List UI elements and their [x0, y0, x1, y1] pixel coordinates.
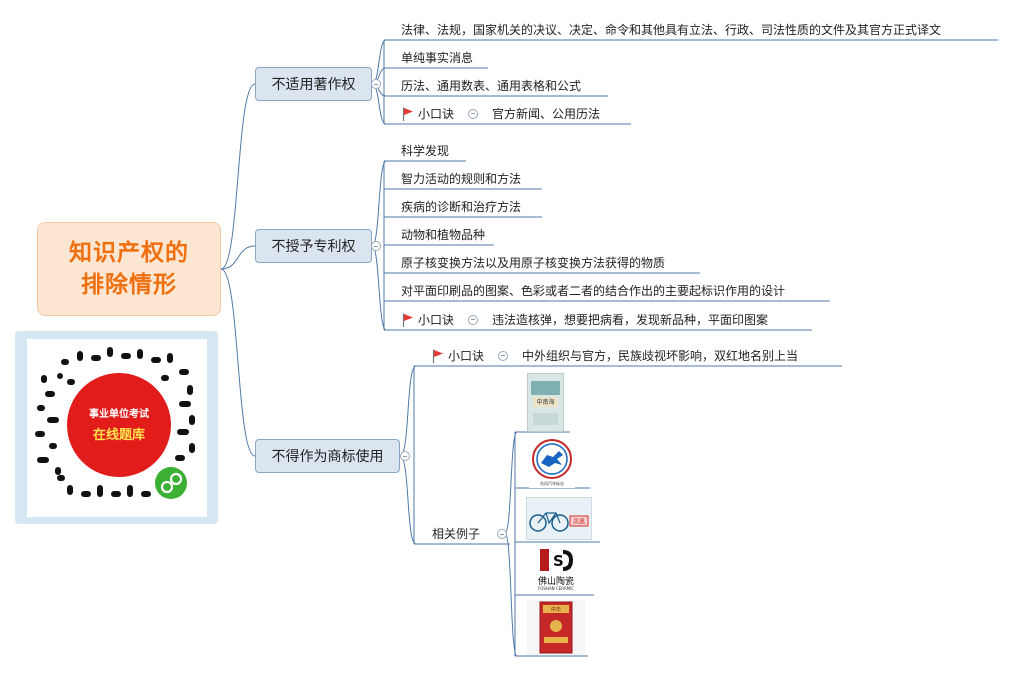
thumb-caption: 东风汽车标志: [540, 480, 564, 486]
thumb-caption: 佛山陶瓷: [538, 575, 574, 587]
mnemonic-label: 小口诀: [418, 107, 455, 121]
bicycle-brand-image: 凤凰: [525, 496, 593, 541]
thumb-subcaption: FOSHAN CERAMIC: [538, 586, 574, 591]
branch-not-patent[interactable]: 不授予专利权: [255, 229, 372, 263]
thumb-caption: 中华: [551, 606, 561, 613]
mnemonic-text: 中外组织与官方，民族歧视坏影响，双红地名别上当: [522, 349, 799, 363]
branch-not-copyright[interactable]: 不适用著作权: [255, 67, 372, 101]
leaf-item: 动物和植物品种: [401, 228, 486, 242]
branch-label: 不授予专利权: [271, 239, 356, 255]
flag-icon: [432, 349, 443, 363]
mnemonic-text: 官方新闻、公用历法: [492, 107, 601, 121]
leaf-item: 疾病的诊断和治疗方法: [401, 200, 522, 214]
branch-not-trademark[interactable]: 不得作为商标使用: [255, 439, 400, 473]
dongfeng-logo-image: 东风汽车标志: [529, 437, 575, 488]
leaf-item: 单纯事实消息: [401, 51, 474, 65]
zhonghua-pack-image: 中华: [527, 600, 585, 655]
root-title-line2: 排除情形: [81, 272, 177, 298]
collapse-toggle[interactable]: [497, 529, 507, 539]
collapse-icon[interactable]: [498, 350, 509, 361]
qr-pattern: 事业单位考试 在线题库: [35, 347, 195, 499]
mnemonic-text: 违法造核弹，想要把病看，发现新品种，平面印图案: [492, 313, 769, 327]
leaf-item: 科学发现: [401, 144, 450, 158]
root-title-line1: 知识产权的: [69, 240, 189, 266]
collapse-toggle[interactable]: [371, 241, 381, 251]
mnemonic-row: 小口诀 违法造核弹，想要把病看，发现新品种，平面印图案: [402, 311, 768, 328]
foshan-ceramic-logo-image: S 佛山陶瓷 FOSHAN CERAMIC: [527, 547, 585, 592]
thumb-caption: 凤凰: [573, 519, 585, 526]
mnemonic-label: 小口诀: [418, 313, 455, 327]
qr-text-line2: 在线题库: [93, 427, 145, 443]
leaf-item: 智力活动的规则和方法: [401, 172, 522, 186]
cigarette-pack-image: 中南海: [526, 372, 565, 433]
collapse-toggle[interactable]: [371, 79, 381, 89]
root-topic[interactable]: 知识产权的 排除情形: [37, 222, 221, 316]
branch-label: 不得作为商标使用: [271, 449, 384, 465]
qr-text-line1: 事业单位考试: [89, 407, 149, 420]
mnemonic-row: 小口诀 官方新闻、公用历法: [402, 105, 600, 122]
mnemonic-label: 小口诀: [448, 349, 485, 363]
svg-text:S: S: [553, 552, 564, 570]
leaf-item: 对平面印刷品的图案、色彩或者二者的结合作出的主要起标识作用的设计: [401, 284, 786, 298]
flag-icon: [402, 313, 413, 327]
flag-icon: [402, 107, 413, 121]
qr-code[interactable]: 事业单位考试 在线题库: [27, 339, 207, 517]
leaf-item: 原子核变换方法以及用原子核变换方法获得的物质: [401, 256, 666, 270]
leaf-item: 历法、通用数表、通用表格和公式: [401, 79, 582, 93]
collapse-icon[interactable]: [468, 314, 479, 325]
thumb-caption: 中南海: [536, 398, 554, 406]
collapse-icon[interactable]: [468, 108, 479, 119]
collapse-toggle[interactable]: [400, 451, 410, 461]
mnemonic-row: 小口诀 中外组织与官方，民族歧视坏影响，双红地名别上当: [432, 347, 798, 364]
leaf-item: 法律、法规，国家机关的决议、决定、命令和其他具有立法、行政、司法性质的文件及其官…: [401, 23, 942, 37]
examples-label: 相关例子: [432, 527, 481, 541]
branch-label: 不适用著作权: [271, 77, 356, 93]
